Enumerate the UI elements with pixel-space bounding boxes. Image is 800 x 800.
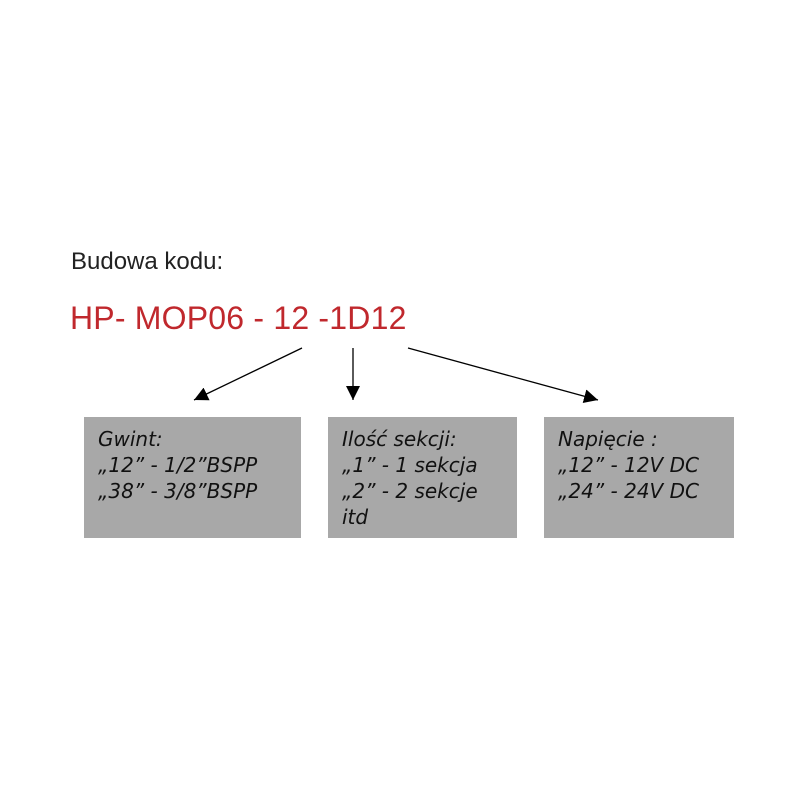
thread-option: „38” - 3/8”BSPP: [98, 479, 258, 503]
arrow-to-voltage-box: [407, 347, 599, 404]
thread-box-title: Gwint:: [98, 427, 163, 451]
thread-option: „12” - 1/2”BSPP: [98, 453, 258, 477]
arrow-to-thread-box: [193, 347, 303, 401]
sections-option: „2” - 2 sekcje: [342, 479, 478, 503]
diagram-heading: Budowa kodu:: [71, 248, 224, 275]
voltage-box: Napięcie : „12” - 12V DC „24” - 24V DC: [544, 417, 734, 538]
voltage-option: „12” - 12V DC: [558, 453, 699, 477]
product-code: HP- MOP06 - 12 -1D12: [70, 300, 407, 336]
thread-box: Gwint: „12” - 1/2”BSPP „38” - 3/8”BSPP: [84, 417, 301, 538]
sections-box: Ilość sekcji: „1” - 1 sekcja „2” - 2 sek…: [328, 417, 517, 538]
sections-box-title: Ilość sekcji:: [342, 427, 457, 451]
voltage-option: „24” - 24V DC: [558, 479, 699, 503]
voltage-box-title: Napięcie :: [558, 427, 658, 451]
sections-option: itd: [342, 505, 369, 529]
sections-option: „1” - 1 sekcja: [342, 453, 478, 477]
